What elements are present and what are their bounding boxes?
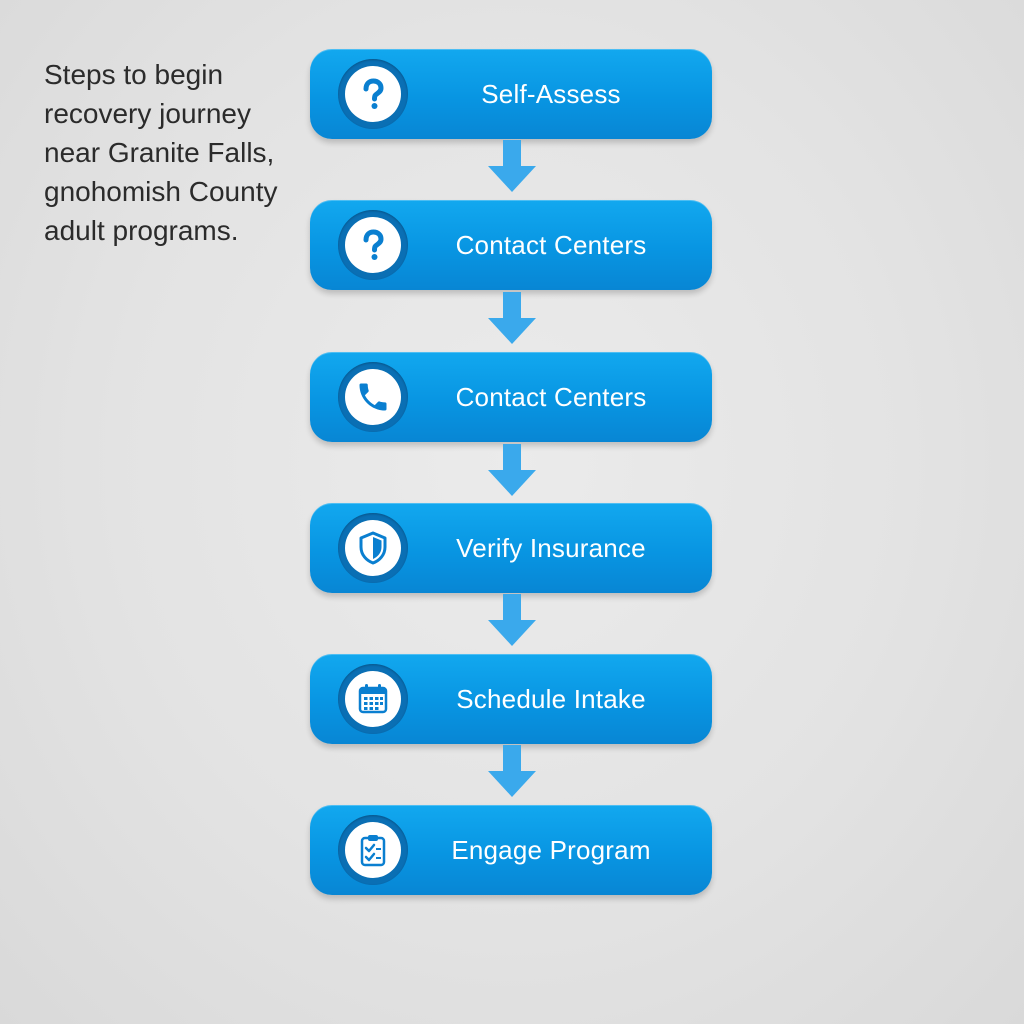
calendar-icon — [345, 671, 401, 727]
down-arrow-icon — [486, 745, 538, 797]
clipboard-checklist-icon — [345, 822, 401, 878]
icon-badge — [338, 59, 408, 129]
step-label: Engage Program — [451, 834, 651, 865]
down-arrow-icon — [486, 292, 538, 344]
icon-badge — [338, 513, 408, 583]
question-mark-icon — [345, 217, 401, 273]
step-schedule-intake: Schedule Intake — [310, 654, 712, 744]
step-contact-centers-phone: Contact Centers — [310, 352, 712, 442]
phone-icon — [345, 369, 401, 425]
step-label: Verify Insurance — [456, 532, 646, 563]
step-label: Contact Centers — [455, 229, 647, 260]
question-mark-icon — [345, 66, 401, 122]
down-arrow-icon — [486, 140, 538, 192]
icon-badge — [338, 815, 408, 885]
step-label: Schedule Intake — [456, 683, 646, 714]
caption-line: gnohomish County — [44, 176, 278, 207]
step-contact-centers: Contact Centers — [310, 200, 712, 290]
caption-line: near Granite Falls, — [44, 137, 275, 168]
icon-badge — [338, 210, 408, 280]
step-verify-insurance: Verify Insurance — [310, 503, 712, 593]
icon-badge — [338, 362, 408, 432]
step-engage-program: Engage Program — [310, 805, 712, 895]
shield-icon — [345, 520, 401, 576]
icon-badge — [338, 664, 408, 734]
step-label: Contact Centers — [455, 381, 647, 412]
step-label: Self-Assess — [481, 78, 621, 109]
down-arrow-icon — [486, 444, 538, 496]
caption-line: adult programs. — [44, 215, 239, 246]
caption-line: Steps to begin — [44, 59, 224, 90]
step-self-assess: Self-Assess — [310, 49, 712, 139]
diagram-caption: Steps to begin recovery journey near Gra… — [44, 55, 314, 250]
caption-line: recovery journey — [44, 98, 251, 129]
down-arrow-icon — [486, 594, 538, 646]
